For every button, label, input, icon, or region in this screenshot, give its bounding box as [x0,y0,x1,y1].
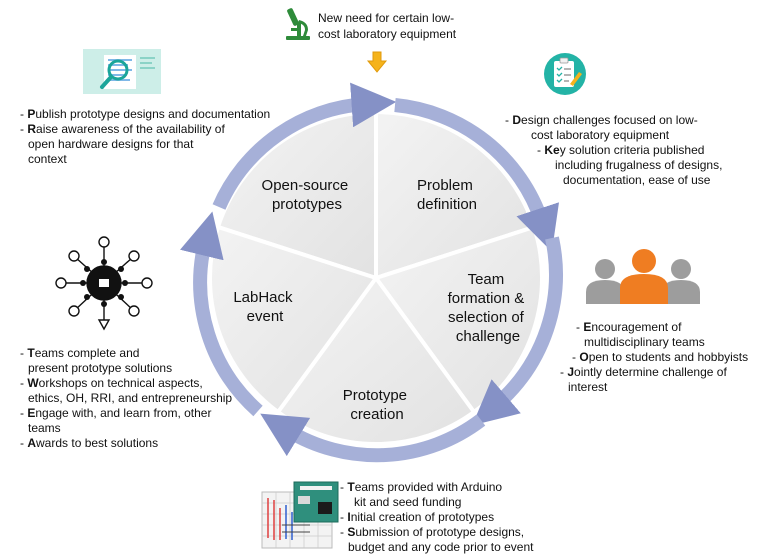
stage-problem: Problem definition [417,177,477,213]
arrow-to-problem [212,82,397,210]
note-team: - Encouragement of multidisciplinary tea… [560,320,750,395]
documentation-search-icon [83,49,161,94]
bullet-engage: - Engage with, and learn from, other [20,406,212,420]
arrow-to-prototype [472,236,563,426]
microscope-icon [286,8,310,40]
arrow-to-team [394,98,560,252]
bullet-encouragement: - Encouragement of [576,320,682,334]
checklist-icon [544,53,586,95]
bullet-raise-awareness-l2: open hardware designs for that [28,137,194,151]
bullet-raise-awareness-l3: context [28,152,67,166]
team-people-icon [586,249,700,304]
bullet-teams-complete-l2: present prototype solutions [28,361,173,375]
cycle-arrows [180,82,563,463]
bullet-open: - Open to students and hobbyists [572,350,749,364]
note-prototype: - Teams provided with Arduino kit and se… [340,480,570,555]
note-labhack: - Teams complete and present prototype s… [20,346,265,451]
stage-team: Team formation & selection of challenge [448,271,529,345]
bullet-publish: - Publish prototype designs and document… [20,107,271,121]
arrow-to-labhack [260,413,486,463]
down-arrow-icon [366,51,388,73]
top-note-new-need: New need for certain low-cost laboratory… [318,11,457,41]
stage-open-source: Open-source prototypes [262,177,353,213]
arduino-kit-icon [261,481,339,549]
bullet-arduino-kit-l2: kit and seed funding [354,495,462,509]
bullet-submission: - Submission of prototype designs, [340,525,525,539]
bullet-design-challenges: - Design challenges focused on low- [505,113,698,127]
note-design: - Design challenges focused on low- cost… [505,113,745,188]
bullet-key-criteria: - Key solution criteria published [537,143,705,157]
bullet-awards: - Awards to best solutions [20,436,159,450]
bullet-raise-awareness: - Raise awareness of the availability of [20,122,225,136]
bullet-jointly: - Jointly determine challenge of [560,365,727,379]
bullet-workshops: - Workshops on technical aspects, [20,376,203,390]
bullet-workshops-l2: ethics, OH, RRI, and entrepreneurship [28,391,233,405]
bullet-key-criteria-l3: documentation, ease of use [563,173,711,187]
arrow-to-open-source [180,211,263,417]
hackathon-hub-icon [55,236,153,331]
stage-labhack: LabHack event [233,289,296,325]
bullet-encouragement-l2: multidisciplinary teams [584,335,705,349]
bullet-initial-creation: - Initial creation of prototypes [340,510,495,524]
bullet-engage-l2: teams [28,421,61,435]
note-publish: - Publish prototype designs and document… [20,107,285,167]
stage-prototype: Prototype creation [343,387,411,423]
bullet-key-criteria-l2: including frugalness of designs, [555,158,723,172]
bullet-submission-l2: budget and any code prior to event [348,540,534,554]
bullet-design-challenges-l2: cost laboratory equipment [531,128,670,142]
bullet-jointly-l2: interest [568,380,608,394]
bullet-arduino-kit: - Teams provided with Arduino [340,480,503,494]
bullet-teams-complete: - Teams complete and [20,346,140,360]
